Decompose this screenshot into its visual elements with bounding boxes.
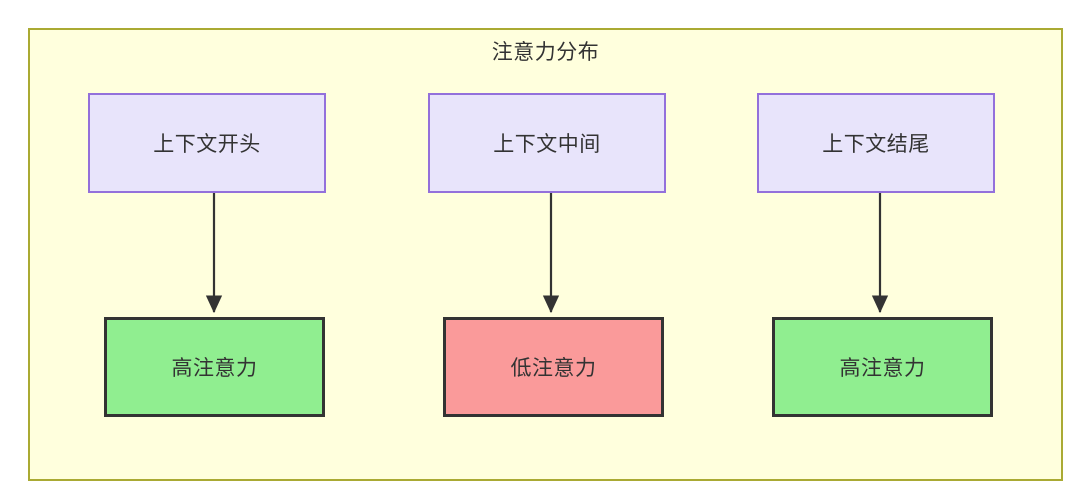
node-attention-low-middle-label: 低注意力 [510, 357, 597, 380]
node-context-start-label: 上下文开头 [153, 133, 261, 156]
node-context-end[interactable]: 上下文结尾 [757, 93, 995, 193]
node-attention-high-start-label: 高注意力 [171, 357, 258, 380]
node-attention-low-middle[interactable]: 低注意力 [443, 317, 664, 417]
node-attention-high-start[interactable]: 高注意力 [104, 317, 325, 417]
node-attention-high-end-label: 高注意力 [839, 357, 926, 380]
node-context-middle[interactable]: 上下文中间 [428, 93, 666, 193]
node-context-middle-label: 上下文中间 [493, 133, 601, 156]
node-attention-high-end[interactable]: 高注意力 [772, 317, 993, 417]
node-context-start[interactable]: 上下文开头 [88, 93, 326, 193]
subgraph-title: 注意力分布 [491, 41, 600, 64]
node-context-end-label: 上下文结尾 [822, 133, 930, 156]
